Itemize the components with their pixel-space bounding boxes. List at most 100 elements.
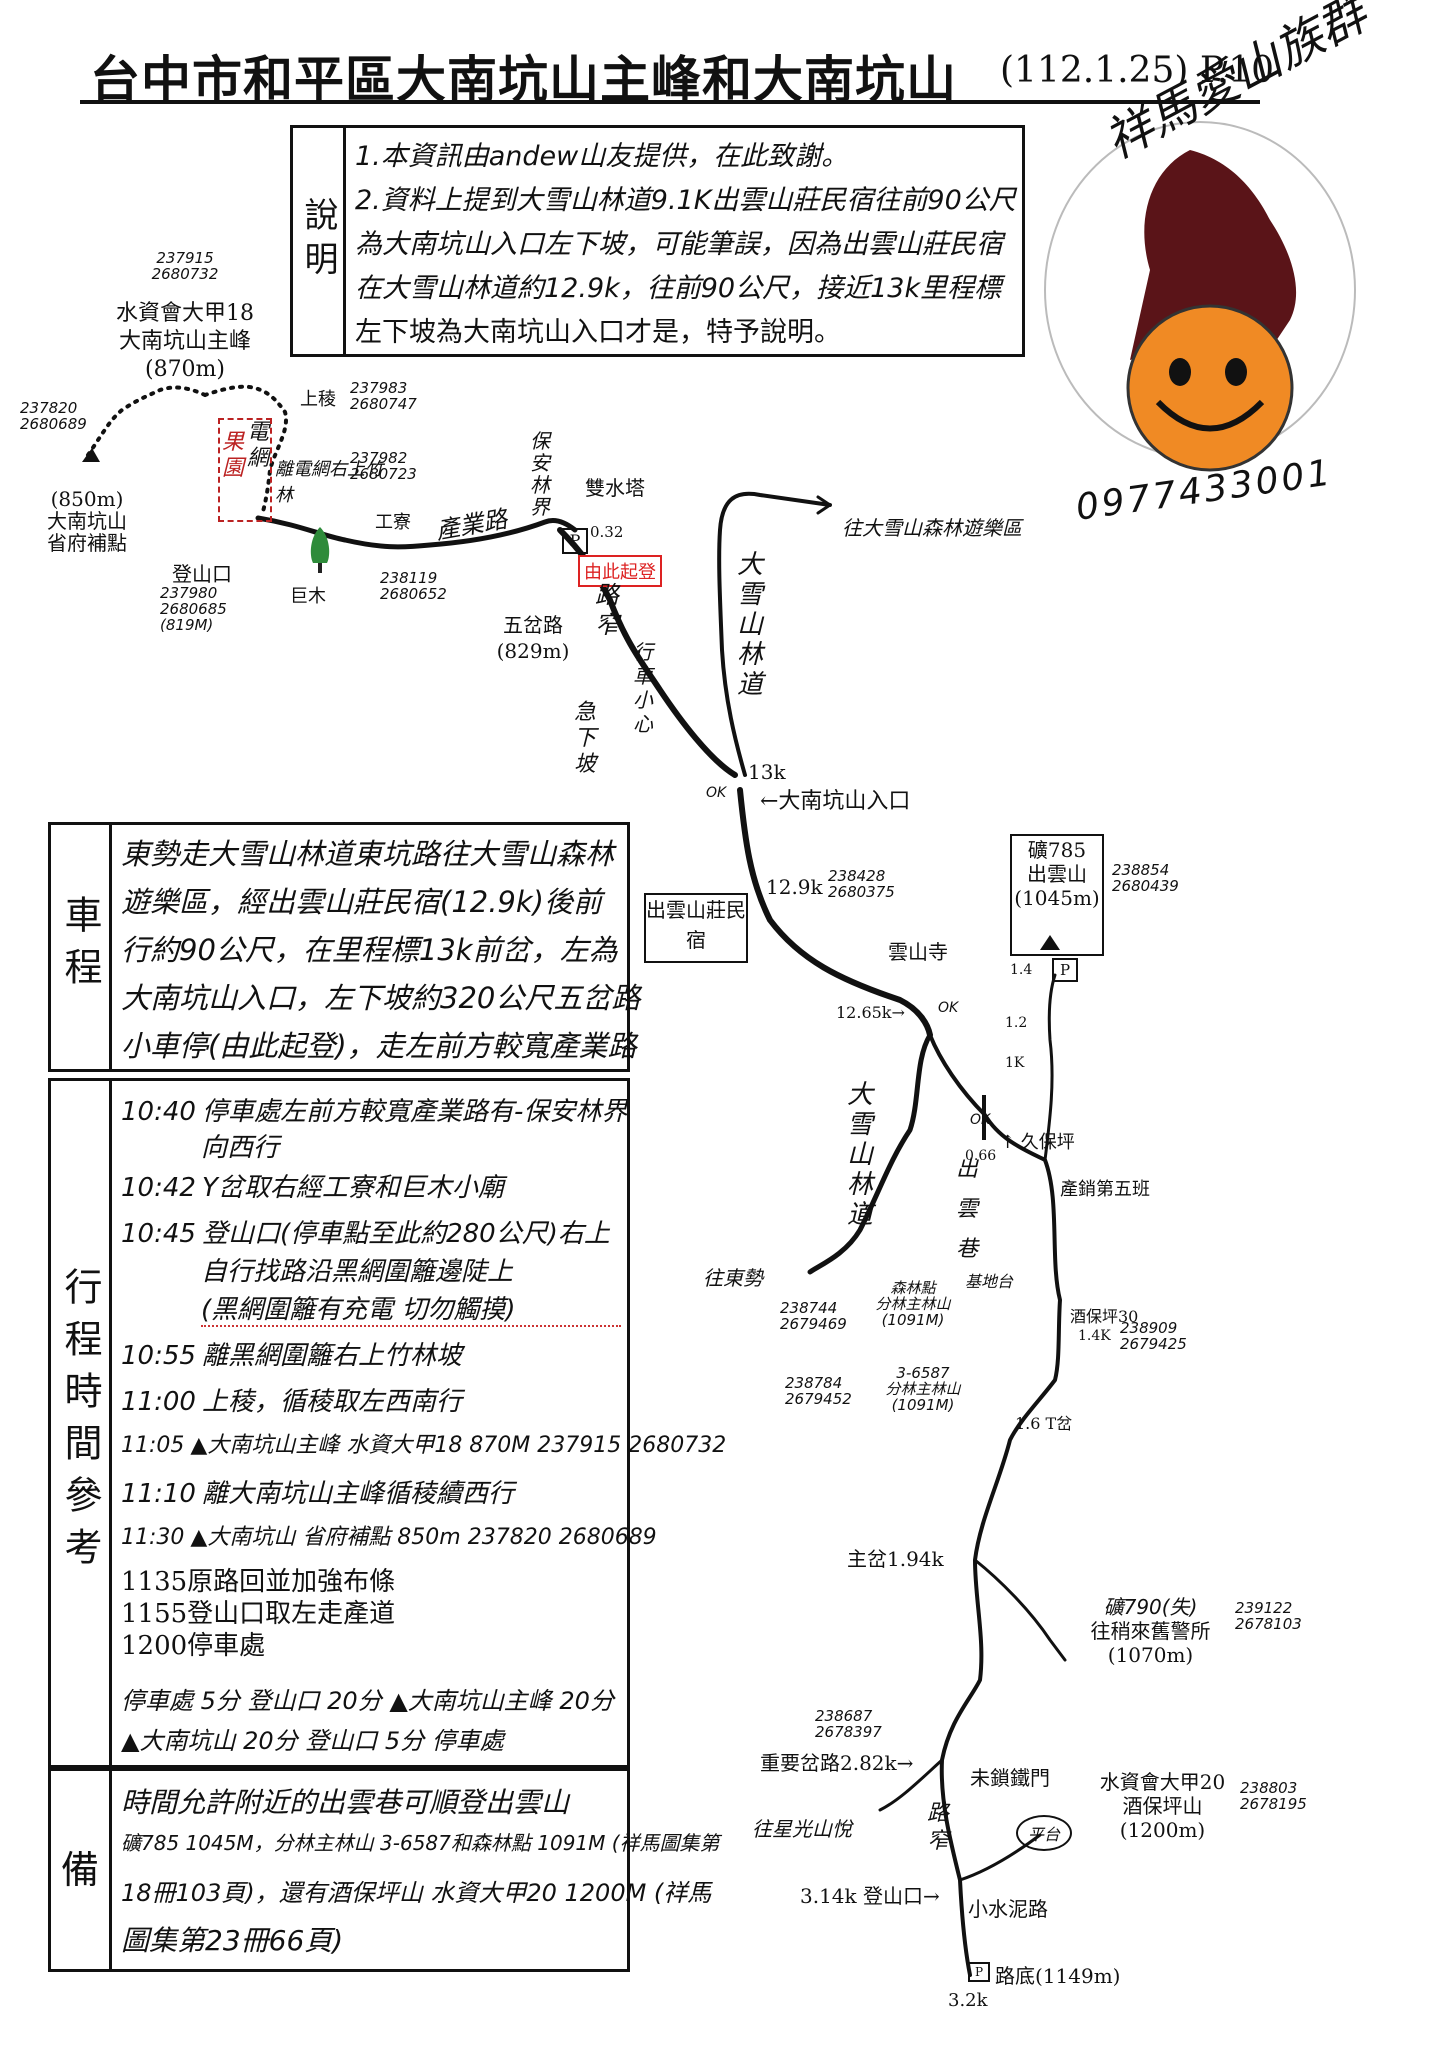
lodge-box: 出雲山莊民宿 — [644, 893, 748, 963]
km13-label: 13k — [748, 760, 786, 784]
explain-line-5: 左下坡為大南坑山入口才是，特予說明。 — [355, 317, 841, 348]
parking-start-icon: P — [562, 528, 588, 554]
remarks-label: 備 — [60, 1848, 99, 1892]
remarks-line-3: 18冊103頁)，還有酒保坪山 水資大甲20 1200M (祥馬 — [121, 1879, 712, 1907]
tree-label: 巨木 — [290, 586, 326, 607]
jiuping-coords: 238909 2679425 — [1120, 1319, 1187, 1353]
smiley-mouth — [1155, 399, 1265, 432]
forest-road-main — [737, 787, 933, 1038]
shed-coords: 238119 2680652 — [380, 569, 447, 603]
narrow-road-label: 路窄 — [595, 581, 619, 639]
five-fork-label: 五岔路 (829m) — [496, 613, 570, 663]
remarks-line-2: 礦785 1045M，分林主林山 3-6587和森林點 1091M (祥馬圖集第 — [121, 1831, 720, 1855]
base-station-label: 基地台 — [965, 1272, 1014, 1291]
trail-to-peak — [86, 385, 207, 457]
distance-032: 0.32 — [590, 523, 624, 541]
road-end-parking-icon: P — [968, 1962, 990, 1982]
page-date: (112.1.25) P.10 — [1000, 50, 1275, 91]
main-peak-label: 水資會大甲18 大南坑山主峰 (870m) — [116, 301, 254, 382]
schedule-item-2: 向西行 — [201, 1133, 280, 1163]
schedule-extra-1: 1135原路回並加強布條 — [121, 1567, 396, 1597]
steep-label: 急下坡 — [573, 700, 596, 777]
explain-divider — [343, 128, 346, 354]
water-tower-label: 雙水塔 — [585, 476, 645, 500]
chuyun-peak-triangle-icon — [1040, 935, 1060, 950]
smiley-eye-left — [1169, 358, 1191, 386]
baoping-label: ↑ 久保坪 — [1000, 1132, 1075, 1153]
drive-careful-label: 行車小心 — [633, 640, 653, 736]
ok-lane-label: OK — [970, 1112, 991, 1128]
smiley-face-icon — [1126, 304, 1294, 472]
to-forest-area-label: 往大雪山森林遊樂區 — [842, 516, 1022, 540]
key-fork-coords: 238687 2678397 — [815, 1707, 882, 1741]
forest-road-lower-label: 大雪山林道 — [846, 1080, 873, 1230]
start-point-label: 由此起登 — [578, 555, 662, 587]
km129-coords: 238428 2680375 — [828, 867, 895, 901]
drive-label: 車程 — [58, 895, 102, 999]
explain-line-2: 2.資料上提到大雪山林道9.1K出雲山莊民宿往前90公尺 — [355, 185, 1016, 216]
cement-road-label: 小水泥路 — [968, 1897, 1048, 1921]
forest-point-coords: 238744 2679469 — [780, 1299, 847, 1333]
explain-line-1: 1.本資訊由andew山友提供，在此致謝。 — [355, 141, 849, 172]
drive-divider — [109, 825, 112, 1069]
ok-entry-label: OK — [706, 785, 727, 801]
forest-point-label: 森林點 分林主林山 (1091M) — [875, 1279, 951, 1329]
drive-line-5: 小車停(由此起登)，走左前方較寬產業路 — [121, 1029, 637, 1063]
trailhead-coords: 237980 2680685 (819M) — [160, 584, 227, 634]
trailhead-label: 登山口 — [172, 562, 232, 586]
remarks-box: 備 時間允許附近的出雲巷可順登出雲山 礦785 1045M，分林主林山 3-65… — [48, 1768, 720, 1972]
explain-box: 說明 1.本資訊由andew山友提供，在此致謝。 2.資料上提到大雪山林道9.1… — [290, 125, 1025, 357]
narrow-road-2-label: 路窄 — [926, 1801, 949, 1854]
police-coords: 239122 2678103 — [1235, 1599, 1302, 1633]
forest-road-upper-label: 大雪山林道 — [736, 550, 763, 700]
chuyun-peak-label: 礦785 出雲山 (1045m) — [1014, 838, 1100, 910]
explain-label: 說明 — [298, 197, 338, 285]
ridge-up-label: 上稜 — [300, 389, 336, 410]
schedule-extra-3: 1200停車處 — [121, 1631, 266, 1661]
giant-tree-icon — [310, 527, 330, 573]
title-underline — [80, 100, 1260, 104]
distance-14: 1.4 — [1010, 962, 1033, 978]
peak-label: (850m) 大南坑山 省府補點 — [47, 487, 127, 555]
chuyun-peak-coords: 238854 2680439 — [1112, 861, 1179, 895]
km32-label: 3.2k — [948, 1990, 988, 2011]
gate-label: 未鎖鐵門 — [970, 1766, 1050, 1790]
remarks-line-1: 時間允許附近的出雲巷可順登出雲山 — [121, 1786, 570, 1819]
arrow-to-forest-area-icon — [816, 495, 832, 515]
forest-road-upper — [717, 491, 832, 777]
trail-along-fence — [203, 384, 288, 517]
distance-1k: 1K — [1005, 1055, 1025, 1071]
star-branch — [878, 1758, 944, 1812]
remarks-divider — [109, 1771, 112, 1969]
distance-066: 0.66 — [965, 1148, 997, 1164]
forest-boundary-label: 保安林界 — [530, 429, 550, 519]
main-peak-coords: 237915 2680732 — [151, 249, 219, 283]
police-label: 礦790(失) 往稍來舊警所 (1070m) — [1090, 1595, 1211, 1667]
chuyun-parking-icon: P — [1052, 958, 1078, 982]
road-end-label: 路底(1149m) — [995, 1964, 1121, 1988]
fenlin-coords: 238784 2679452 — [785, 1374, 852, 1408]
fenlin-label: 3-6587 分林主林山 (1091M) — [885, 1364, 961, 1414]
km1265-label: 12.65k→ — [836, 1003, 905, 1022]
schedule-item-9: 11:05▲大南坑山主峰 水資大甲18 870M 237915 2680732 — [121, 1433, 727, 1458]
warning-underline — [201, 1323, 621, 1327]
leave-fence-label: 離電網右上竹林 — [275, 459, 383, 506]
orchard-fence — [218, 418, 272, 522]
entry-label: ←大南坑山入口 — [760, 789, 911, 814]
schedule-extra-2: 1155登山口取左走產道 — [121, 1599, 396, 1629]
to-dongshi-label: 往東勢 — [703, 1266, 763, 1290]
chuyun-lane — [928, 1033, 1062, 1977]
forest-road-lower — [807, 1032, 933, 1275]
schedule-summary-2: ▲大南坑山 20分 登山口 5分 停車處 — [121, 1727, 504, 1755]
temple-label: 雲山寺 — [888, 940, 948, 964]
drive-line-3: 行約90公尺，在里程標13k前岔，左為 — [121, 933, 618, 967]
team5-label: 產銷第五班 — [1060, 1179, 1150, 1200]
peak-coords: 237820 2680689 — [20, 399, 87, 433]
